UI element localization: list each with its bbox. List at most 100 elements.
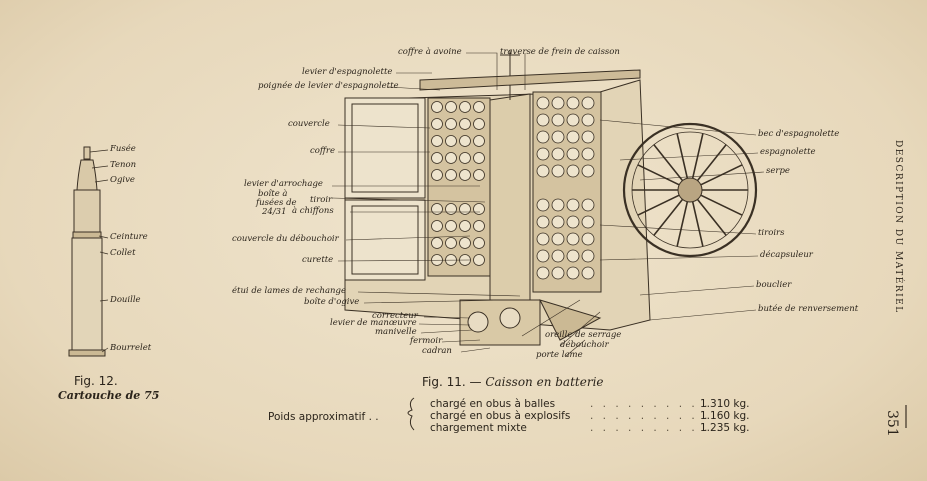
shell-base — [536, 113, 550, 127]
shell-base — [581, 266, 595, 280]
shell-base — [431, 152, 443, 164]
shell-base — [581, 130, 595, 144]
weights-label: Poids approximatif . . — [268, 411, 379, 423]
shell-base — [431, 169, 443, 181]
shell-base — [473, 135, 485, 147]
weight-name: chargé en obus à explosifs — [430, 410, 571, 422]
shell-base — [445, 237, 457, 249]
shell-base — [473, 237, 485, 249]
shell-base — [536, 130, 550, 144]
caisson-drawing — [344, 50, 758, 346]
weight-dots: . . . . . . . . . . . — [590, 422, 724, 434]
label-boite-fusees-2: fusées de — [256, 198, 297, 208]
brace — [407, 397, 415, 431]
label-collet: Collet — [110, 248, 136, 258]
shell-base — [459, 220, 471, 232]
shell-base — [581, 113, 595, 127]
shell-base — [581, 232, 595, 246]
page-number: 351 — [884, 410, 900, 437]
shell-base — [473, 101, 485, 113]
label-levier-espagnolette: levier d'espagnolette — [302, 67, 393, 77]
weight-name: chargement mixte — [430, 422, 527, 434]
shell-base — [551, 147, 565, 161]
shell-base — [459, 237, 471, 249]
shell-base — [566, 215, 580, 229]
shell-base — [566, 198, 580, 212]
shell-base — [445, 169, 457, 181]
wheel-spoke — [691, 201, 704, 247]
label-tiroir-chiffons-1: tiroir — [310, 195, 333, 205]
weight-row: chargement mixte . . . . . . . . . . .1.2… — [430, 422, 750, 434]
label-couvercle-debouchoir: couvercle du débouchoir — [232, 234, 339, 244]
shell-base — [431, 118, 443, 130]
shell-base — [536, 164, 550, 178]
shell-base — [459, 169, 471, 181]
fig12-title: Cartouche de 75 — [58, 389, 160, 402]
shell-base — [459, 101, 471, 113]
running-head: DESCRIPTION DU MATÉRIEL — [893, 140, 903, 314]
shell-base — [473, 118, 485, 130]
label-decapsuleur: décapsuleur — [760, 250, 813, 260]
shell-base — [445, 152, 457, 164]
shell-grid-right — [536, 96, 595, 280]
shell-base — [536, 266, 550, 280]
shell-base — [581, 198, 595, 212]
wheel-spoke — [696, 144, 727, 182]
label-bourrelet: Bourrelet — [110, 343, 152, 353]
label-fermoir: fermoir — [410, 336, 443, 346]
shell-base — [459, 203, 471, 215]
label-manivelle: manivelle — [375, 327, 417, 337]
wheel-spoke — [676, 133, 689, 179]
shell-base — [551, 215, 565, 229]
shell-base — [445, 101, 457, 113]
shell-base — [566, 266, 580, 280]
label-coffre: coffre — [310, 146, 335, 156]
wheel-spoke — [700, 194, 743, 216]
label-couvercle: couvercle — [288, 119, 330, 129]
label-porte-lame: porte lame — [536, 350, 583, 360]
shell-base — [445, 203, 457, 215]
shell-base — [566, 232, 580, 246]
label-fusee: Fusée — [110, 144, 136, 154]
fig12-number: Fig. 12. — [74, 374, 118, 388]
cartridge-drawing — [68, 146, 109, 357]
label-tenon: Tenon — [110, 160, 137, 170]
weight-value: 1.235 kg. — [700, 422, 750, 434]
label-bouclier: bouclier — [756, 280, 792, 290]
label-ogive: Ogive — [110, 175, 135, 185]
shell-base — [445, 135, 457, 147]
shell-base — [551, 96, 565, 110]
shell-base — [566, 96, 580, 110]
shell-base — [445, 118, 457, 130]
shell-base — [581, 215, 595, 229]
wheel-spoke — [653, 198, 684, 236]
shell-base — [551, 266, 565, 280]
shell-base — [536, 232, 550, 246]
shell-base — [581, 96, 595, 110]
shell-base — [551, 198, 565, 212]
shell-base — [581, 164, 595, 178]
label-tiroirs: tiroirs — [758, 228, 785, 238]
fig11-number: Fig. 11. — — [422, 375, 482, 389]
shell-base — [551, 232, 565, 246]
shell-base — [473, 203, 485, 215]
label-boite-fusees-1: boîte à — [258, 189, 288, 199]
shell-base — [581, 147, 595, 161]
shell-base — [551, 113, 565, 127]
label-oreille-serrage: oreille de serrage — [545, 330, 622, 340]
label-tiroir-chiffons-2: à chiffons — [292, 206, 334, 216]
wheel-spokes — [632, 133, 748, 247]
shell-base — [566, 147, 580, 161]
label-levier-arrochage: levier d'arrochage — [244, 179, 323, 189]
shell-base — [459, 152, 471, 164]
label-traverse: traverse de frein de caisson — [500, 47, 620, 57]
label-etui-lames: étui de lames de rechange — [232, 286, 346, 296]
shell-base — [536, 249, 550, 263]
shell-base — [581, 249, 595, 263]
label-butee: butée de renversement — [758, 304, 859, 314]
shell-base — [566, 130, 580, 144]
weight-row: chargé en obus à explosifs. . . . . . . … — [430, 410, 750, 422]
label-levier-manoeuvre: levier de manœuvre — [330, 318, 417, 328]
weight-dots: . . . . . . . . . . — [590, 398, 711, 410]
